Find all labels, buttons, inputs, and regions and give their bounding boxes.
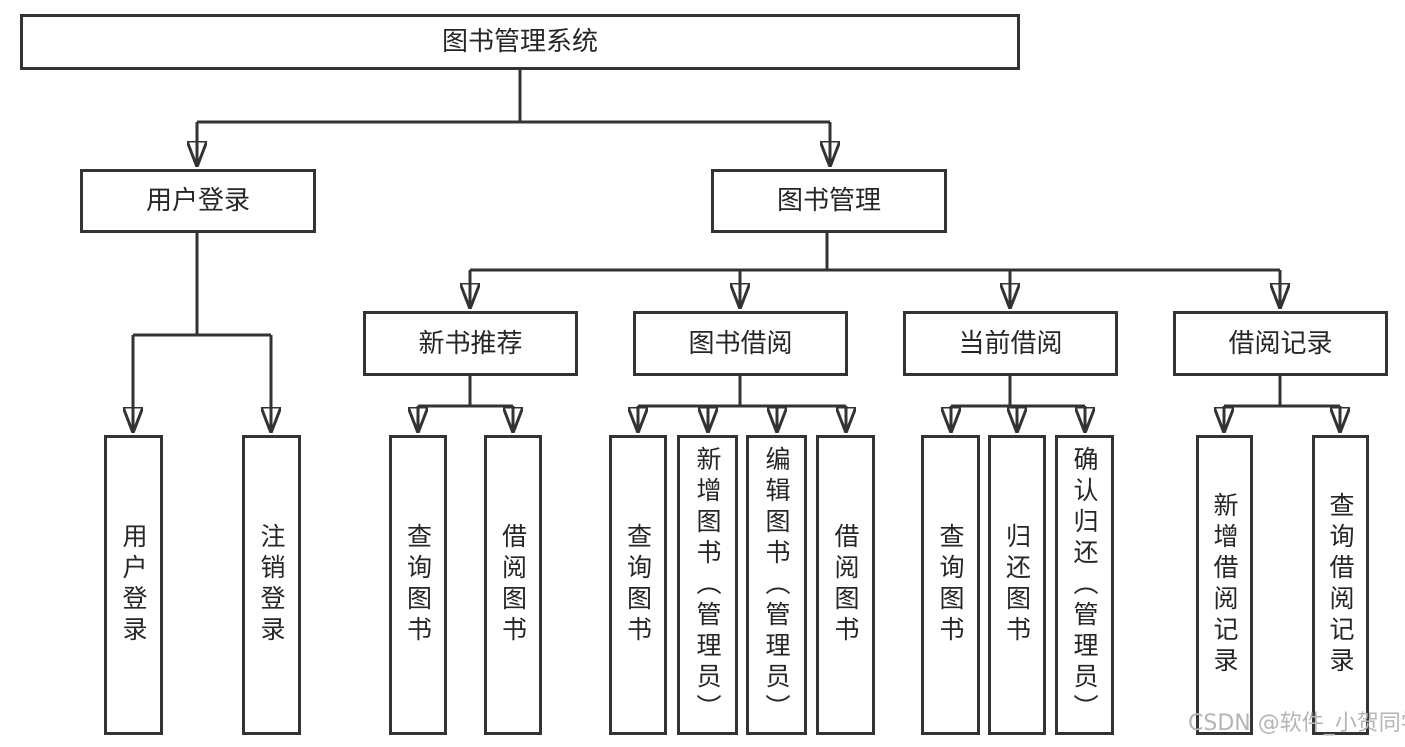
leaf-current-confirm-return-admin-label: 确认归还（管理员） [1070, 445, 1099, 725]
leaf-borrow-borrow-book-label: 借阅图书 [831, 523, 860, 647]
leaf-borrow-edit-book-admin: 编辑图书（管理员） [746, 435, 807, 735]
leaf-records-add-record-label: 新增借阅记录 [1210, 492, 1239, 678]
leaf-borrow-add-book-admin: 新增图书（管理员） [677, 435, 738, 735]
leaf-user-login-label: 用户登录 [119, 523, 148, 647]
watermark: CSDN @软件_小贺同学 [1188, 711, 1405, 736]
node-book-management: 图书管理 [711, 169, 947, 233]
leaf-newrec-borrow-book-label: 借阅图书 [498, 523, 528, 647]
leaf-borrow-add-book-admin-label: 新增图书（管理员） [693, 445, 722, 725]
connector-user-login-branch [133, 233, 271, 431]
leaf-user-login: 用户登录 [104, 435, 163, 735]
connector-current-borrow-branch [951, 376, 1085, 431]
leaf-records-add-record: 新增借阅记录 [1196, 435, 1253, 735]
leaf-newrec-borrow-book: 借阅图书 [484, 435, 542, 735]
leaf-logout-login-label: 注销登录 [257, 523, 286, 647]
node-book-borrow: 图书借阅 [633, 311, 848, 376]
connector-borrow-records-branch [1224, 376, 1340, 431]
leaf-current-query-book: 查询图书 [921, 435, 980, 735]
leaf-newrec-query-book-label: 查询图书 [403, 523, 433, 647]
leaf-newrec-query-book: 查询图书 [389, 435, 447, 735]
leaf-borrow-borrow-book: 借阅图书 [816, 435, 875, 735]
leaf-borrow-query-book-label: 查询图书 [623, 523, 653, 647]
leaf-current-confirm-return-admin: 确认归还（管理员） [1055, 435, 1114, 735]
node-borrow-records: 借阅记录 [1173, 311, 1388, 376]
connector-new-book-recommend-branch [418, 376, 513, 431]
node-new-book-recommend: 新书推荐 [363, 311, 578, 376]
leaf-records-query-record-label: 查询借阅记录 [1326, 492, 1355, 678]
node-library-management-system: 图书管理系统 [20, 14, 1020, 70]
leaf-current-return-book: 归还图书 [988, 435, 1046, 735]
node-user-login: 用户登录 [80, 169, 316, 233]
leaf-logout-login: 注销登录 [242, 435, 301, 735]
node-current-borrow: 当前借阅 [903, 311, 1118, 376]
connector-book-borrow-branch [638, 376, 846, 431]
connector-root-to-level2 [197, 70, 830, 165]
leaf-borrow-query-book: 查询图书 [609, 435, 667, 735]
leaf-current-return-book-label: 归还图书 [1002, 523, 1032, 647]
leaf-current-query-book-label: 查询图书 [936, 523, 965, 647]
leaf-borrow-edit-book-admin-label: 编辑图书（管理员） [762, 445, 791, 725]
leaf-records-query-record: 查询借阅记录 [1312, 435, 1369, 735]
connector-book-management-branch [470, 233, 1280, 307]
